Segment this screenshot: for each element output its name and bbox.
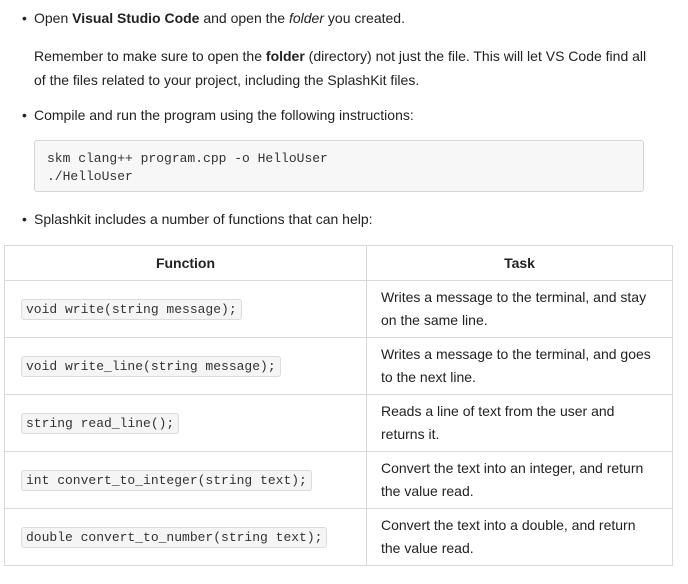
task-cell: Writes a message to the terminal, and st… xyxy=(366,280,673,338)
text: Splashkit includes a number of functions… xyxy=(34,211,373,227)
functions-table: Function Task void write(string message)… xyxy=(4,245,673,566)
remember-paragraph: Remember to make sure to open the folder… xyxy=(34,44,654,92)
function-code: void write_line(string message); xyxy=(21,355,281,377)
text: Compile and run the program using the fo… xyxy=(34,107,414,123)
folder-italic: folder xyxy=(288,10,325,26)
folder-bold: folder xyxy=(265,48,305,64)
header-function: Function xyxy=(4,245,367,281)
bullet-dot: • xyxy=(22,107,27,123)
table-header-row: Function Task xyxy=(4,245,673,281)
task-cell: Reads a line of text from the user and r… xyxy=(366,394,673,452)
task-cell: Convert the text into a double, and retu… xyxy=(366,508,673,566)
function-code: string read_line(); xyxy=(21,412,180,434)
text: Open xyxy=(34,10,73,26)
table-row: void write(string message); Writes a mes… xyxy=(4,280,673,338)
table-row: int convert_to_integer(string text); Con… xyxy=(4,451,673,509)
table-row: double convert_to_number(string text); C… xyxy=(4,508,673,566)
task-cell: Convert the text into an integer, and re… xyxy=(366,451,673,509)
code-line-2: ./HelloUser xyxy=(47,169,133,184)
code-line-1: skm clang++ program.cpp -o HelloUser xyxy=(47,151,328,166)
bullet-compile: • Compile and run the program using the f… xyxy=(22,105,414,125)
bullet-dot: • xyxy=(22,211,27,227)
function-cell: int convert_to_integer(string text); xyxy=(4,451,367,509)
function-cell: void write_line(string message); xyxy=(4,337,367,395)
code-block: skm clang++ program.cpp -o HelloUser ./H… xyxy=(34,140,644,192)
header-task: Task xyxy=(366,245,673,281)
bullet-dot: • xyxy=(22,10,27,26)
text: and open the xyxy=(199,10,289,26)
function-cell: string read_line(); xyxy=(4,394,367,452)
vscode-bold: Visual Studio Code xyxy=(72,10,200,26)
bullet-splashkit: • Splashkit includes a number of function… xyxy=(22,209,373,229)
function-code: void write(string message); xyxy=(21,298,242,320)
text: Remember to make sure to open the xyxy=(34,48,266,64)
table-row: string read_line(); Reads a line of text… xyxy=(4,394,673,452)
function-code: double convert_to_number(string text); xyxy=(21,526,328,548)
function-code: int convert_to_integer(string text); xyxy=(21,469,312,491)
text: (directory) not just the file. This will… xyxy=(34,48,647,88)
task-cell: Writes a message to the terminal, and go… xyxy=(366,337,673,395)
function-cell: void write(string message); xyxy=(4,280,367,338)
text: you created. xyxy=(324,10,405,26)
table-row: void write_line(string message); Writes … xyxy=(4,337,673,395)
function-cell: double convert_to_number(string text); xyxy=(4,508,367,566)
bullet-open-vscode: • Open Visual Studio Code and open the fo… xyxy=(22,8,405,28)
